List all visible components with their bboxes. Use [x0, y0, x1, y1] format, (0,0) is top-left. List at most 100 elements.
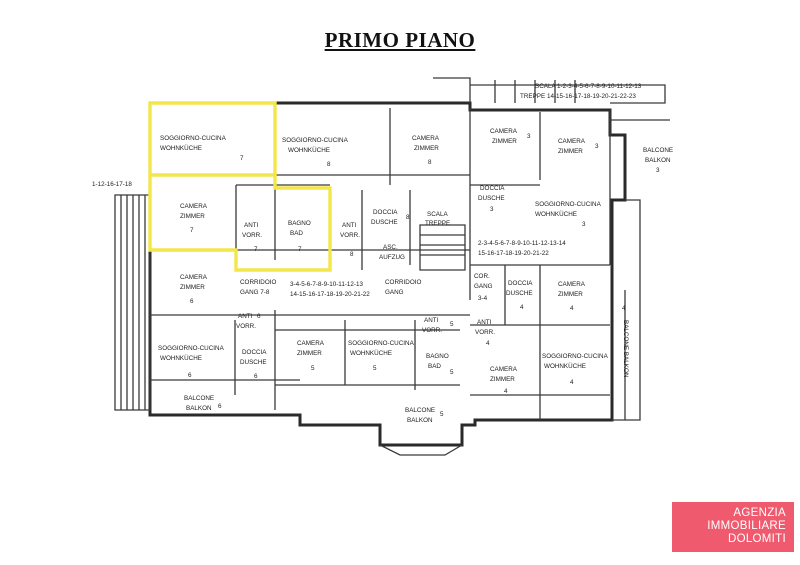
room-label: SOGGIORNO-CUCINA — [542, 353, 609, 360]
room-label: WOHNKÜCHE — [288, 146, 330, 154]
room-number: 7 — [240, 155, 244, 162]
room-label: BAGNO — [288, 220, 311, 227]
agency-logo: AGENZIA IMMOBILIARE DOLOMITI — [672, 502, 794, 552]
corridor-numbers: 3-4-5-6-7-8-9-10-11-12-13 — [290, 281, 364, 288]
balcony-label: BALCONE — [405, 407, 435, 414]
room-label: CAMERA — [180, 203, 208, 210]
room-number: 6 — [190, 298, 194, 305]
room-label: ANTI — [244, 222, 259, 229]
room-number: 8 — [327, 161, 331, 168]
logo-line: DOLOMITI — [728, 533, 786, 545]
balcony-label: BALCONE — [643, 147, 673, 154]
room-number: 6 — [254, 373, 258, 380]
room-label: ZIMMER — [492, 138, 517, 145]
room-label: DUSCHE — [371, 219, 398, 226]
room-label: VORR. — [475, 329, 495, 336]
room-number: 8 — [406, 214, 410, 221]
room-label: BAD — [428, 363, 441, 370]
room-label: BAD — [290, 230, 303, 237]
room-number: 4 — [622, 305, 626, 312]
room-number: 4 — [504, 388, 508, 395]
room-number: 5 — [450, 369, 454, 376]
room-label: ZIMMER — [558, 148, 583, 155]
room-label: DOCCIA — [480, 185, 505, 192]
room-number: 8 — [428, 159, 432, 166]
stair-label: SCALA — [427, 211, 448, 218]
corridor-label: GANG 7-8 — [240, 289, 270, 296]
room-label: DUSCHE — [506, 290, 533, 297]
room-number: 3-4 — [478, 295, 488, 302]
balcony-label: BALKON — [186, 405, 212, 412]
balcony-label: BALKON — [407, 417, 433, 424]
room-label: DUSCHE — [240, 359, 267, 366]
room-label: DOCCIA — [373, 209, 398, 216]
room-number: 8 — [350, 251, 354, 258]
room-number: 3 — [582, 221, 586, 228]
room-label: ZIMMER — [297, 350, 322, 357]
room-label: ANTI — [477, 319, 492, 326]
room-label: VORR. — [242, 232, 262, 239]
room-label: DOCCIA — [242, 349, 267, 356]
corridor-label: GANG — [474, 283, 493, 290]
room-label: CAMERA — [558, 281, 586, 288]
room-label: ANTI — [238, 313, 253, 320]
room-label: ZIMMER — [180, 213, 205, 220]
room-label: DOCCIA — [508, 280, 533, 287]
room-number: 5 — [311, 365, 315, 372]
logo-line: AGENZIA — [733, 507, 786, 519]
room-number: 6 — [218, 403, 222, 410]
room-label: ZIMMER — [490, 376, 515, 383]
page-title: PRIMO PIANO — [324, 28, 476, 52]
building-walls — [114, 77, 670, 456]
stair-list: 15-16-17-18-19-20-21-22 — [478, 250, 549, 257]
room-number: 5 — [450, 321, 454, 328]
room-label: SOGGIORNO-CUCINA — [282, 137, 349, 144]
left-stair-label: 1-12-16-17-18 — [92, 181, 132, 188]
balcony-label: BALKON — [645, 157, 671, 164]
room-number: 4 — [520, 304, 524, 311]
room-number: 5 — [440, 411, 444, 418]
room-label: SOGGIORNO-CUCINA — [160, 135, 227, 142]
stair-label: TREPPE — [425, 220, 450, 227]
room-label: SOGGIORNO-CUCINA — [348, 340, 415, 347]
room-number: 7 — [190, 227, 194, 234]
corridor-label: CORRIDOIO — [385, 279, 421, 286]
room-label: CAMERA — [490, 366, 518, 373]
room-number: 3 — [490, 206, 494, 213]
room-number: 4 — [570, 379, 574, 386]
room-label: WOHNKÜCHE — [160, 144, 202, 152]
room-number: 7 — [254, 246, 258, 253]
room-label: WOHNKÜCHE — [350, 349, 392, 357]
corridor-numbers: 14-15-16-17-18-19-20-21-22 — [290, 291, 370, 298]
room-label: ZIMMER — [180, 284, 205, 291]
stair-label-top-2: TREPPE 14-15-16-17-18-19-20-21-22-23 — [520, 93, 636, 100]
room-number: 4 — [486, 340, 490, 347]
corridor-label: COR. — [474, 273, 490, 280]
room-label: CAMERA — [490, 128, 518, 135]
room-number: 3 — [527, 133, 531, 140]
room-label: BAGNO — [426, 353, 449, 360]
elevator-label: AUFZUG — [379, 254, 405, 261]
room-label: CAMERA — [558, 138, 586, 145]
room-labels: SCALA 1-2-3-4-5-6-7-8-9-10-11-12-13 TREP… — [92, 83, 673, 424]
room-label: CAMERA — [412, 135, 440, 142]
highlighted-unit-outline — [148, 101, 332, 272]
room-number: 6 — [257, 313, 261, 320]
room-label: ZIMMER — [414, 145, 439, 152]
room-label: CAMERA — [297, 340, 325, 347]
logo-line: IMMOBILIARE — [707, 520, 786, 532]
room-number: 3 — [656, 167, 660, 174]
room-label: ANTI — [342, 222, 357, 229]
stair-label-top: SCALA 1-2-3-4-5-6-7-8-9-10-11-12-13 — [535, 83, 642, 90]
room-number: 6 — [188, 372, 192, 379]
room-label: VORR. — [340, 232, 360, 239]
room-label: WOHNKÜCHE — [160, 354, 202, 362]
corridor-label: CORRIDOIO — [240, 279, 276, 286]
room-label: ANTI — [424, 317, 439, 324]
room-number: 7 — [298, 246, 302, 253]
balcony-label: BALCONE BALKON — [622, 320, 629, 378]
room-label: WOHNKÜCHE — [544, 362, 586, 370]
room-label: SOGGIORNO-CUCINA — [535, 201, 602, 208]
elevator-label: ASC. — [383, 244, 398, 251]
